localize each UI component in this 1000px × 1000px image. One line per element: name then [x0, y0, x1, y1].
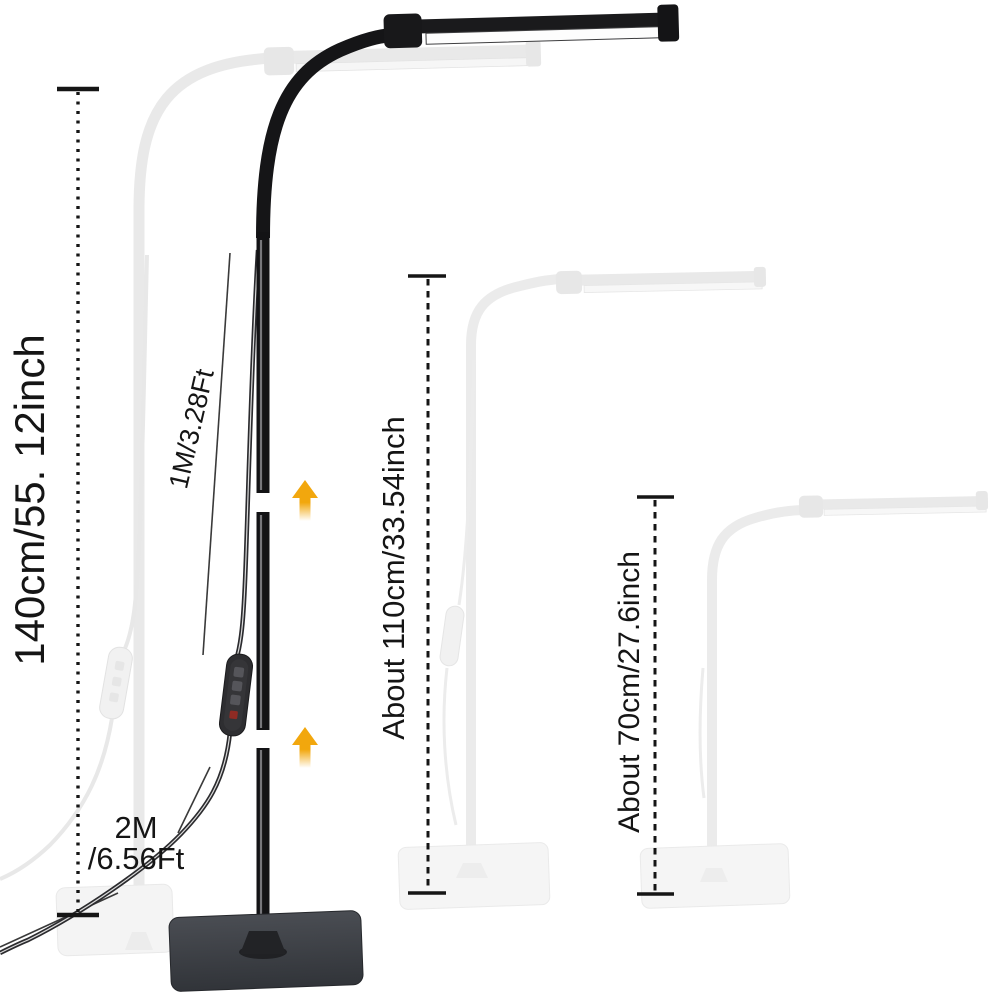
- switch-button-1: [233, 666, 245, 678]
- gooseneck: [256, 27, 399, 239]
- ghost-110-head-joint: [555, 270, 583, 295]
- switch-power-indicator: [229, 710, 238, 720]
- main-floor-lamp: [0, 4, 680, 992]
- label-cord-length-value: 2M: [114, 810, 158, 845]
- label-mid-height: About 110cm/33.54inch: [376, 416, 411, 740]
- ghost-110-switch: [439, 605, 465, 667]
- head-top-bar: [391, 12, 676, 35]
- label-cord-length: 2M /6.56Ft: [88, 812, 185, 874]
- inline-remote-switch: [218, 653, 254, 737]
- ghost-70-head-bar: [801, 496, 988, 510]
- ghost-110-cable: [442, 359, 476, 826]
- ghost-140-head-cap: [525, 40, 542, 67]
- ghost-110-head: [555, 266, 767, 295]
- dimension-line-140cm: [57, 86, 99, 918]
- power-cable-highlight: [0, 249, 259, 954]
- label-cord-length-feet: /6.56Ft: [87, 841, 185, 876]
- leader-line-1m: [202, 252, 231, 656]
- dimension-line-110cm: [408, 274, 446, 895]
- ghost-lamp-140cm: [0, 40, 542, 957]
- label-total-height: 140cm/55. 12inch: [6, 334, 53, 666]
- head-end-cap: [657, 4, 680, 42]
- ghost-110-head-cap: [753, 266, 767, 287]
- lamp-pole: [256, 232, 270, 940]
- ghost-140-base-mount: [125, 932, 153, 950]
- ghost-70-head: [798, 491, 989, 518]
- dimension-line-70cm: [637, 495, 674, 896]
- base-mount-cone: [240, 931, 286, 954]
- switch-button-2: [231, 680, 243, 692]
- head-joint: [383, 13, 423, 49]
- ghost-110-head-bar: [559, 270, 764, 287]
- label-low-height: About 70cm/27.6inch: [613, 551, 646, 833]
- ghost-140-head-joint: [263, 46, 295, 76]
- ghost-70-head-cap: [975, 491, 989, 511]
- ghost-110-pole-and-neck: [466, 274, 567, 900]
- ghost-140-cable: [0, 254, 149, 881]
- switch-button-3: [230, 694, 241, 706]
- up-arrow-icon-upper: [292, 480, 318, 521]
- leader-line-2m-upper: [177, 766, 211, 834]
- ghost-70-pole-and-neck: [707, 505, 807, 874]
- lamp-head: [383, 4, 680, 49]
- ghost-70-head-joint: [798, 495, 824, 518]
- leader-line-2m-lower: [0, 892, 119, 948]
- ghost-140-switch: [99, 646, 133, 720]
- ghost-140-pole-and-neck: [133, 52, 273, 950]
- ghost-110-base-mount: [456, 863, 488, 878]
- ghost-70-base-mount: [700, 868, 728, 882]
- up-arrow-icon-lower: [292, 727, 318, 768]
- ghost-70-cable: [698, 667, 706, 799]
- ghost-lamp-70cm: [639, 491, 989, 909]
